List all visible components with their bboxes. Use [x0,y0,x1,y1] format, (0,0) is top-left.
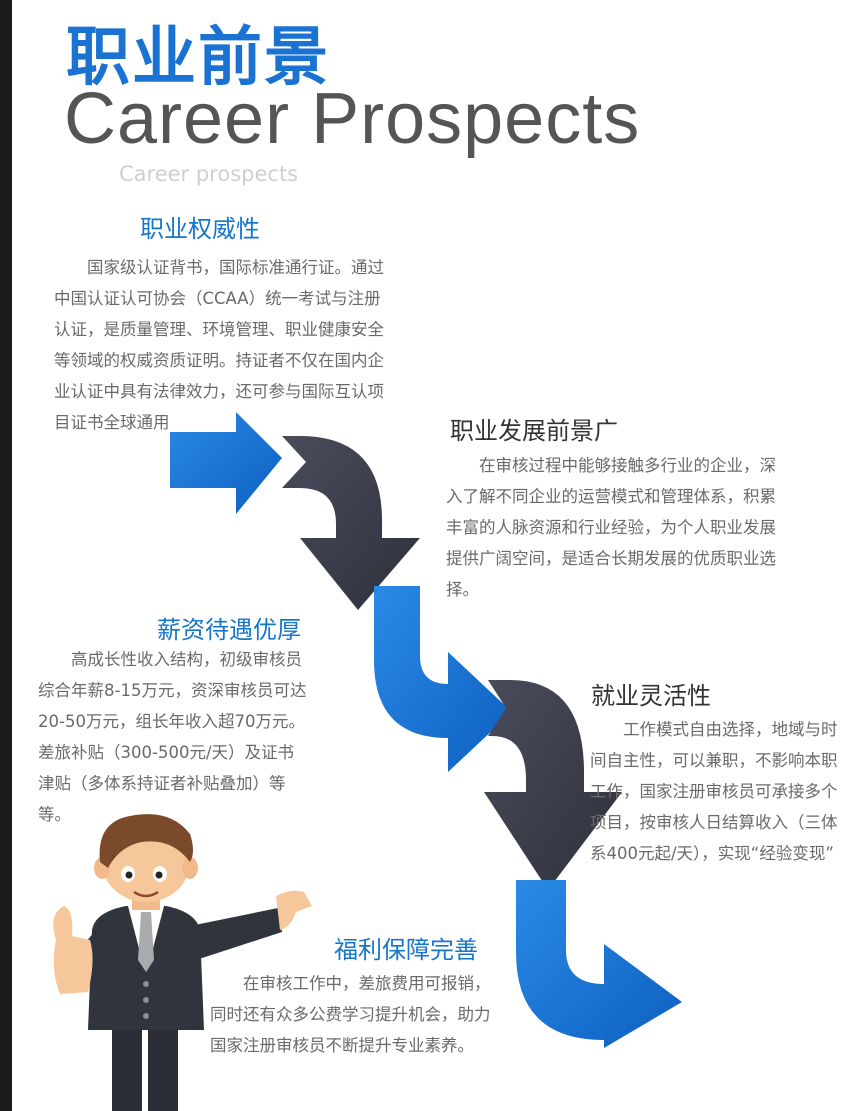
text-salary: 高成长性收入结构，初级审核员综合年薪8-15万元，资深审核员可达20-50万元，… [38,650,307,824]
heading-benefits: 福利保障完善 [334,936,478,964]
heading-development: 职业发展前景广 [450,417,618,445]
text-benefits: 在审核工作中，差旅费用可报销，同时还有众多公费学习提升机会，助力国家注册审核员不… [210,974,491,1055]
left-edge-bar [0,0,12,1111]
arrow-3-blue-right [374,586,512,772]
heading-flexibility: 就业灵活性 [591,682,711,710]
arrow-1-blue-right [170,412,282,514]
page-subtitle: Career prospects [119,162,299,186]
arrow-4-dark-down [484,680,622,890]
arrow-5-blue-right [516,880,682,1048]
decorative-dot [268,922,271,925]
heading-authority: 职业权威性 [140,215,260,243]
page-title-chinese: 职业前景 [66,21,330,95]
arrow-2-dark-down [282,436,420,610]
text-authority: 国家级认证背书，国际标准通行证。通过中国认证认可协会（CCAA）统一考试与注册认… [54,258,384,432]
page-title-english: Career Prospects [64,79,641,159]
text-development: 在审核过程中能够接触多行业的企业，深入了解不同企业的运营模式和管理体系，积累丰富… [446,456,776,599]
text-flexibility: 工作模式自由选择，地域与时间自主性，可以兼职，不影响本职工作，国家注册审核员可承… [590,720,838,863]
heading-salary: 薪资待遇优厚 [157,616,301,644]
businessman-illustration [53,814,312,1111]
